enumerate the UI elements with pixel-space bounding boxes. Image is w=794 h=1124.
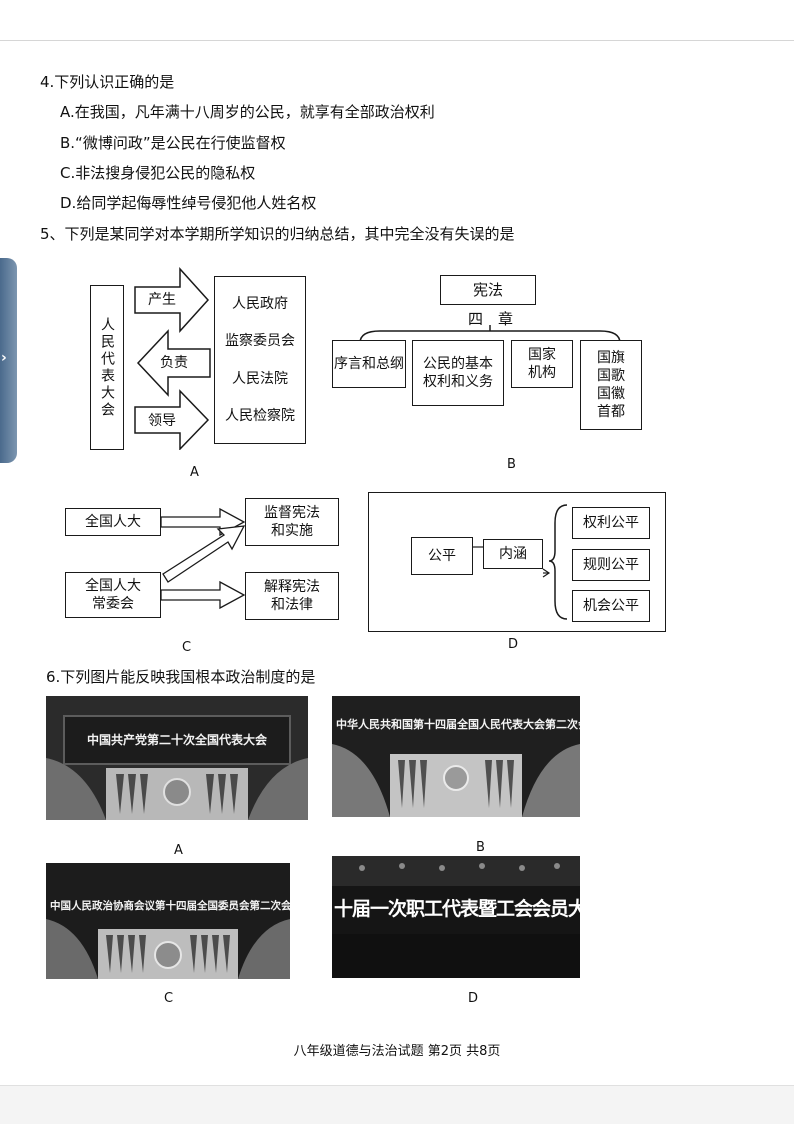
question-4-option-d: D.给同学起侮辱性绰号侵犯他人姓名权 <box>60 194 317 212</box>
diagram-a-npc-box: 人民代表大会 <box>90 285 124 450</box>
diagram-a-arrows <box>134 267 211 450</box>
organ-court: 人民法院 <box>232 370 288 387</box>
photo-c: 中国人民政治协商会议第十四届全国委员会第二次会议 <box>46 863 290 979</box>
question-4-option-a: A.在我国，凡年满十八周岁的公民，就享有全部政治权利 <box>60 103 435 121</box>
organ-supervision: 监察委员会 <box>225 333 295 350</box>
arrow-right-produce <box>134 267 210 333</box>
diagram-a-caption: A <box>190 465 199 480</box>
photo-b-caption: B <box>476 840 485 855</box>
diagram-d-right-fairness: 权利公平 <box>572 507 650 539</box>
diagram-d-caption: D <box>508 637 519 652</box>
diagram-b-chapters: 四 章 <box>468 310 514 328</box>
diagram-d-fairness: 公平 <box>411 537 473 575</box>
photo-c-banner: 中国人民政治协商会议第十四届全国委员会第二次会议 <box>50 900 290 912</box>
photo-d: 十届一次职工代表暨工会会员大会 <box>332 856 580 978</box>
diagram-c-npc: 全国人大 <box>65 508 161 536</box>
arrow-label-produce: 产生 <box>148 292 176 308</box>
question-5-stem: 5、下列是某同学对本学期所学知识的归纳总结，其中完全没有失误的是 <box>40 225 515 243</box>
photo-a-banner: 中国共产党第二十次全国代表大会 <box>86 733 267 747</box>
diagram-c-interpret: 解释宪法和法律 <box>245 572 339 620</box>
arrow-left-responsible <box>136 329 211 397</box>
page-footer: 八年级道德与法治试题 第2页 共8页 <box>293 1044 501 1059</box>
organ-procuratorate: 人民检察院 <box>225 408 295 425</box>
arrow-right-lead <box>134 389 210 450</box>
viewer-bottom-bar <box>0 1085 794 1124</box>
diagram-b-state-organs: 国家机构 <box>511 340 573 388</box>
organ-government: 人民政府 <box>232 295 288 312</box>
diagram-c-supervise: 监督宪法和实施 <box>245 498 339 546</box>
question-4-option-c: C.非法搜身侵犯公民的隐私权 <box>60 164 256 182</box>
diagram-b-constitution: 宪法 <box>440 275 536 305</box>
diagram-d: 公平 内涵 权利公平 规则公平 机会公平 <box>368 492 666 632</box>
photo-b-banner: 中华人民共和国第十四届全国人民代表大会第二次会议 <box>336 718 580 731</box>
arrow-label-responsible: 负责 <box>160 355 188 371</box>
diagram-c-npcsc: 全国人大常委会 <box>65 572 161 618</box>
diagram-c-arrows <box>160 507 246 610</box>
photo-b: 中华人民共和国第十四届全国人民代表大会第二次会议 <box>332 696 580 817</box>
diagram-c: 全国人大 全国人大常委会 监督宪法和实施 解释宪法和法律 <box>60 490 350 625</box>
photo-a-caption: A <box>174 843 183 858</box>
diagram-b-caption: B <box>507 457 516 472</box>
diagram-d-opportunity-fairness: 机会公平 <box>572 590 650 622</box>
diagram-b-bracket <box>359 325 621 344</box>
arrow-label-lead: 领导 <box>148 413 176 429</box>
diagram-d-arrow <box>473 546 551 578</box>
photo-c-caption: C <box>164 991 174 1006</box>
viewer-top-bar <box>0 0 794 41</box>
diagram-d-connotation: 内涵 <box>483 539 543 569</box>
question-4-stem: 4.下列认识正确的是 <box>40 73 175 91</box>
diagram-c-caption: C <box>182 640 192 655</box>
diagram-b-rights: 公民的基本权利和义务 <box>412 340 504 406</box>
diagram-b-symbols: 国旗国歌国徽首都 <box>580 340 642 430</box>
photo-d-caption: D <box>468 991 479 1006</box>
diagram-b-preamble: 序言和总纲 <box>332 340 406 388</box>
photo-a: 中国共产党第二十次全国代表大会 <box>46 696 308 820</box>
question-6-stem: 6.下列图片能反映我国根本政治制度的是 <box>46 668 316 686</box>
diagram-b: 宪法 四 章 序言和总纲 公民的基本权利和义务 国家机构 国旗国歌国徽首都 <box>330 270 650 435</box>
diagram-a-npc-label: 人民代表大会 <box>99 316 115 419</box>
chevron-right-icon: › <box>1 350 7 366</box>
side-panel-toggle[interactable]: › <box>0 258 17 463</box>
diagram-d-brace <box>549 504 568 620</box>
diagram-d-rule-fairness: 规则公平 <box>572 549 650 581</box>
question-4-option-b: B.“微博问政”是公民在行使监督权 <box>60 134 286 152</box>
diagram-a-organs-box: 人民政府 监察委员会 人民法院 人民检察院 <box>214 276 306 444</box>
diagram-a: 人民代表大会 产生 负责 领导 人民政府 监察委员会 人民法院 人民检察院 <box>90 265 320 455</box>
photo-d-banner: 十届一次职工代表暨工会会员大会 <box>334 898 580 920</box>
